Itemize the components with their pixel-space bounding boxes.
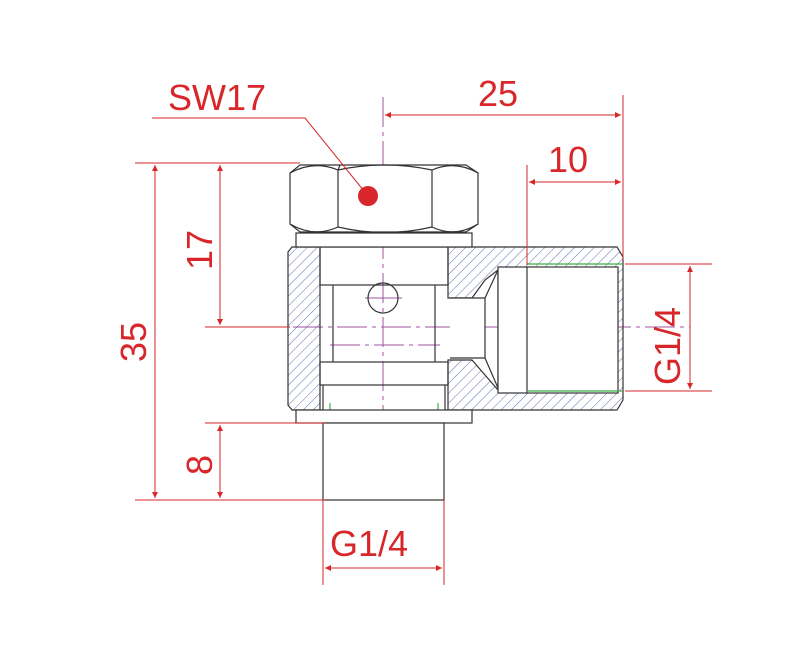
callout-label: SW17 — [168, 77, 266, 118]
dim-overall-width: 25 — [478, 73, 518, 114]
dim-side-thread: G1/4 — [647, 307, 688, 385]
dim-bottom-thread: G1/4 — [330, 523, 408, 564]
hex-nut — [289, 164, 479, 501]
dim-nut-to-axis: 17 — [179, 230, 220, 270]
dim-nipple-length: 8 — [179, 455, 220, 475]
bolt-bore — [319, 246, 449, 410]
dimension-lines — [135, 95, 712, 585]
dim-thread-depth: 10 — [548, 139, 588, 180]
fitting-body — [287, 246, 624, 411]
dim-overall-height: 35 — [113, 322, 154, 362]
